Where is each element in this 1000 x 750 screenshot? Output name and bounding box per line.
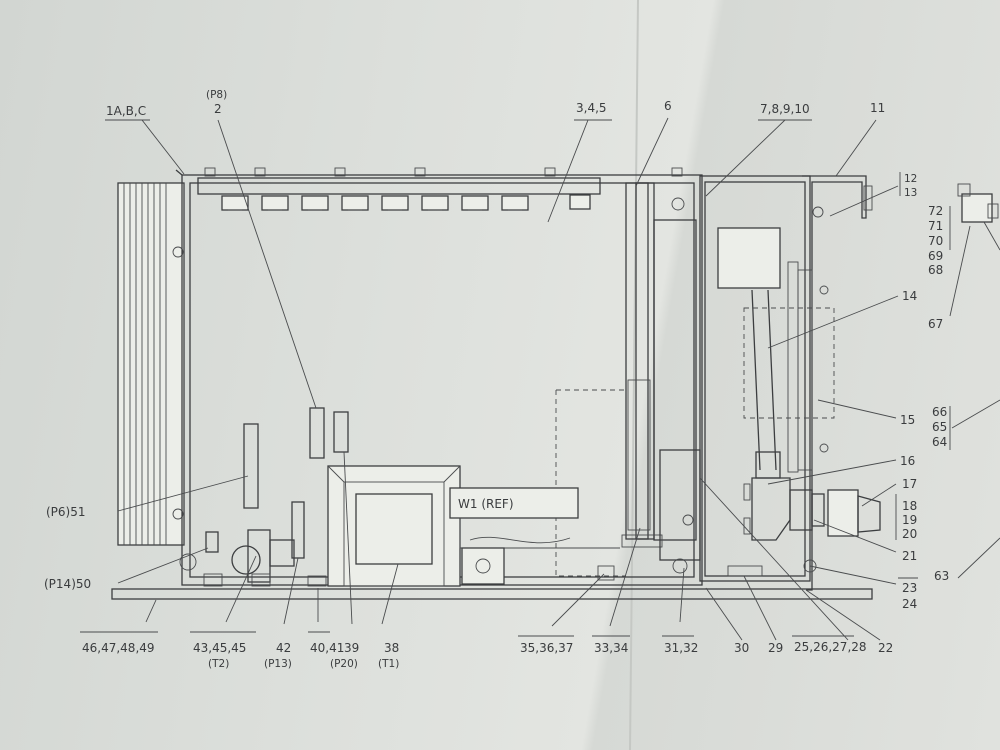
callout-7-10: 7,8,9,10 [760,102,810,116]
callout-70: 70 [928,234,943,248]
callout-23: 23 [902,581,917,595]
callout-69: 69 [928,249,943,263]
side-panel [117,182,185,546]
callout-38: 38 [384,641,399,655]
callout-29: 29 [768,641,783,655]
callout-17: 17 [902,477,917,491]
callout-19: 19 [902,513,917,527]
callout-39: 39 [344,641,359,655]
callout-16: 16 [900,454,915,468]
base-plate [111,588,873,600]
page-fold [629,0,639,750]
callout-68: 68 [928,263,943,277]
callout-30: 30 [734,641,749,655]
callout-42: 42 [276,641,291,655]
callout-50: (P14)50 [44,577,91,591]
callout-40-41: 40,41 [310,641,344,655]
callout-66: 66 [932,405,947,419]
callout-43-ref: (T2) [208,658,229,670]
callout-39-ref: (P20) [330,658,358,670]
callout-31-32: 31,32 [664,641,698,655]
callout-3-5: 3,4,5 [576,101,607,115]
callout-71: 71 [928,219,943,233]
callout-67: 67 [928,317,943,331]
callout-25-28: 25,26,27,28 [794,640,867,654]
callout-22: 22 [878,641,893,655]
callout-13: 13 [904,187,917,199]
callout-labels: 1A,B,C (P8) 2 3,4,5 6 7,8,9,10 11 12 13 … [44,89,949,670]
leader-lines [117,117,1000,641]
callout-63: 63 [934,569,949,583]
callout-2-ref: (P8) [206,89,227,101]
callout-18: 18 [902,499,917,513]
right-fitting [951,183,1000,429]
callout-underlines [80,119,951,637]
callout-12: 12 [904,173,917,185]
callout-1abc: 1A,B,C [106,104,146,118]
callout-33-34: 33,34 [594,641,628,655]
callout-6: 6 [664,99,672,113]
w1-ref-label: W1 (REF) [458,497,514,511]
callout-24: 24 [902,597,917,611]
callout-2: 2 [214,102,222,116]
callout-72: 72 [928,204,943,218]
callout-20: 20 [902,527,917,541]
right-compartment [699,175,881,591]
callout-35-37: 35,36,37 [520,641,573,655]
callout-21: 21 [902,549,917,563]
vertical-board [621,182,701,574]
connector-row [221,194,591,211]
callout-42-ref: (P13) [264,658,292,670]
callout-15: 15 [900,413,915,427]
callout-14: 14 [902,289,917,303]
callout-65: 65 [932,420,947,434]
interior-components [179,389,626,587]
callout-64: 64 [932,435,947,449]
callout-38-ref: (T1) [378,658,399,670]
callout-11: 11 [870,101,885,115]
callout-46-49: 46,47,48,49 [82,641,155,655]
callout-43-45: 43,45,45 [193,641,246,655]
callout-51: (P6)51 [46,505,86,519]
